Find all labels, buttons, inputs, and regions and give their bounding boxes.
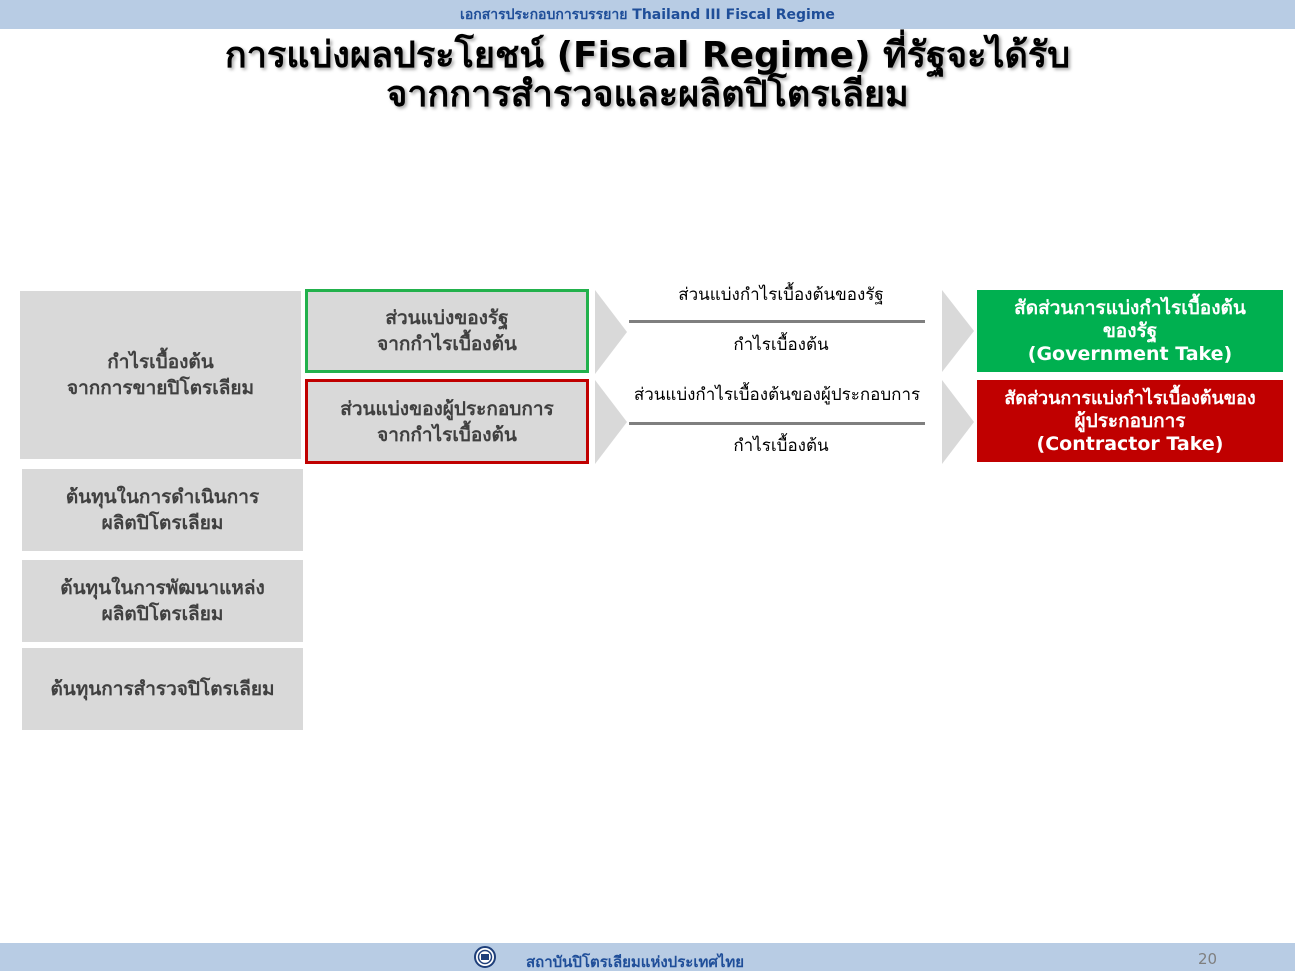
contractor-fraction-denominator: กำไรเบื้องต้น (733, 436, 829, 456)
profit-box: กำไรเบื้องต้น จากการขายปิโตรเลียม (20, 291, 301, 459)
production-cost-box: ต้นทุนในการดำเนินการ ผลิตปิโตรเลียม (22, 469, 303, 551)
contractor-take-line2: ผู้ประกอบการ (1074, 409, 1186, 432)
chevron-right-icon (595, 380, 627, 464)
chevron-right-icon (595, 290, 627, 374)
contractor-fraction-bar (629, 422, 925, 425)
page-title-line1: การแบ่งผลประโยชน์ (Fiscal Regime) ที่รัฐ… (224, 35, 1071, 76)
chevron-right-icon (942, 380, 974, 464)
profit-line2: จากการขายปิโตรเลียม (66, 377, 255, 399)
government-take-line1: สัดส่วนการแบ่งกำไรเบื้องต้น (1014, 296, 1246, 319)
government-share-box: ส่วนแบ่งของรัฐ จากกำไรเบื้องต้น (305, 289, 589, 373)
government-fraction-denominator: กำไรเบื้องต้น (733, 335, 829, 355)
contractor-fraction-numerator: ส่วนแบ่งกำไรเบื้องต้นของผู้ประกอบการ (633, 385, 921, 405)
contractor-share-box: ส่วนแบ่งของผู้ประกอบการ จากกำไรเบื้องต้น (305, 379, 589, 464)
institute-logo-icon (474, 946, 496, 968)
header-text: เอกสารประกอบการบรรยาย Thailand III Fisca… (460, 7, 835, 23)
page-title-line2: จากการสำรวจและผลิตปิโตรเลียม (386, 74, 909, 115)
page-title: การแบ่งผลประโยชน์ (Fiscal Regime) ที่รัฐ… (0, 36, 1295, 114)
chevron-right-icon (942, 290, 974, 372)
contractor-take-box: สัดส่วนการแบ่งกำไรเบื้องต้นของ ผู้ประกอบ… (977, 380, 1283, 462)
government-share-line2: จากกำไรเบื้องต้น (377, 333, 517, 355)
government-share-line1: ส่วนแบ่งของรัฐ (385, 307, 509, 329)
page-number: 20 (1198, 950, 1218, 968)
contractor-take-line3: (Contractor Take) (1036, 432, 1224, 455)
production-cost-line2: ผลิตปิโตรเลียม (101, 512, 224, 534)
development-cost-line2: ผลิตปิโตรเลียม (101, 603, 224, 625)
footer-bar: สถาบันปิโตรเลียมแห่งประเทศไทย 20 (0, 943, 1295, 971)
development-cost-box: ต้นทุนในการพัฒนาแหล่ง ผลิตปิโตรเลียม (22, 560, 303, 642)
government-fraction-numerator: ส่วนแบ่งกำไรเบื้องต้นของรัฐ (678, 285, 884, 305)
exploration-cost-text: ต้นทุนการสำรวจปิโตรเลียม (50, 678, 275, 700)
profit-line1: กำไรเบื้องต้น (107, 351, 214, 373)
contractor-share-line2: จากกำไรเบื้องต้น (377, 423, 517, 446)
development-cost-line1: ต้นทุนในการพัฒนาแหล่ง (60, 577, 265, 599)
government-take-line2: ของรัฐ (1102, 319, 1158, 342)
header-bar: เอกสารประกอบการบรรยาย Thailand III Fisca… (0, 0, 1295, 29)
exploration-cost-box: ต้นทุนการสำรวจปิโตรเลียม (22, 648, 303, 730)
production-cost-line1: ต้นทุนในการดำเนินการ (65, 486, 260, 508)
footer-organization: สถาบันปิโตรเลียมแห่งประเทศไทย (526, 953, 745, 971)
government-take-line3: (Government Take) (1027, 342, 1233, 365)
government-fraction-bar (629, 320, 925, 323)
government-take-box: สัดส่วนการแบ่งกำไรเบื้องต้น ของรัฐ (Gove… (977, 290, 1283, 372)
contractor-take-line1: สัดส่วนการแบ่งกำไรเบื้องต้นของ (1004, 387, 1256, 409)
contractor-share-line1: ส่วนแบ่งของผู้ประกอบการ (340, 397, 554, 420)
